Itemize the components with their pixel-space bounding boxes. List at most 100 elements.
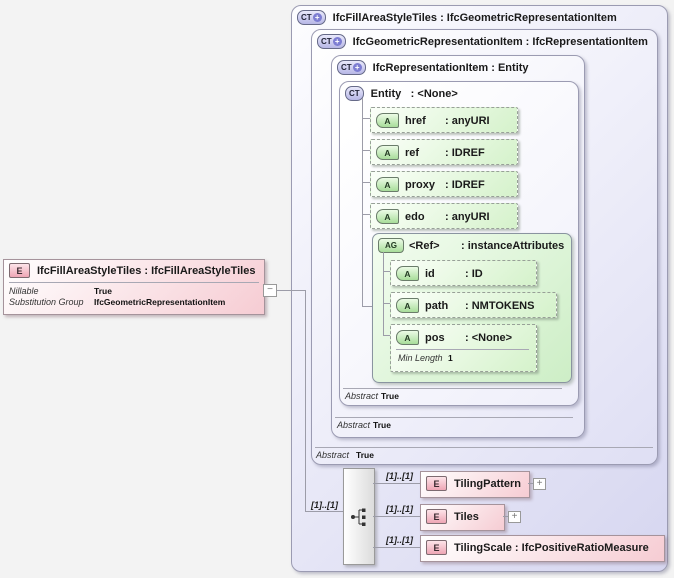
connector-line [362,118,371,119]
connector-line [528,483,533,484]
attribute-icon: A [376,209,399,224]
footer-separator [343,388,562,389]
typebox-title: IfcFillAreaStyleTiles : IfcGeometricRepr… [332,11,617,24]
connector-line [373,483,420,484]
attribute-icon: A [396,266,419,281]
attribute-icon: A [376,177,399,192]
element-title: Tiles [454,510,479,523]
element-ifcfillareastyletiles[interactable]: E IfcFillAreaStyleTiles : IfcFillAreaSty… [3,259,265,315]
element-header: E IfcFillAreaStyleTiles : IfcFillAreaSty… [4,260,264,278]
abstract-label: Abstract [316,450,350,460]
attribute-type: : anyURI [445,210,490,223]
entity-abstract-row: Abstract True [345,391,399,401]
attribute-name: id [425,267,435,280]
expand-toggle[interactable]: + [508,511,521,523]
element-tilingscale[interactable]: E TilingScale : IfcPositiveRatioMeasure [420,535,665,562]
sequence-compositor[interactable] [343,468,375,565]
cardinality-label: [1]..[1] [311,500,338,510]
element-tiles[interactable]: E Tiles [420,504,505,531]
ct-label: CT [349,89,360,98]
connector-line [305,511,343,512]
footer-separator [315,447,653,448]
abstract-value: True [356,450,374,460]
element-icon: E [426,509,447,524]
connector-line [503,516,508,517]
complex-type-plus-icon: CT+ [317,34,346,49]
property-name: Substitution Group [9,297,84,307]
property-value: True [94,286,112,296]
expand-toggle[interactable]: + [533,478,546,490]
typebox-representation-header: CT+ IfcRepresentationItem : Entity [332,56,584,75]
ct-label: CT [341,63,352,72]
connector-line [362,182,371,183]
cardinality-label: [1]..[1] [386,504,413,514]
facet-separator [396,349,529,350]
element-icon: E [426,540,447,555]
connector-line [383,303,391,304]
typebox-title: IfcRepresentationItem : Entity [372,61,529,74]
connector-line [362,98,363,307]
element-title: TilingPattern [454,477,522,490]
connector-line [362,214,371,215]
typebox-entity-header: CT Entity : <None> [340,82,578,101]
attribute-name: proxy [405,178,435,191]
plus-circle-icon: + [312,13,322,22]
typebox-title: IfcGeometricRepresentationItem : IfcRepr… [352,35,648,48]
ct-label: CT [321,37,332,46]
connector-line [373,547,420,548]
connector-line [383,271,391,272]
element-title: IfcFillAreaStyleTiles : IfcFillAreaStyle… [37,264,256,277]
attribute-type: : IDREF [445,146,485,159]
complex-type-icon: CT [345,86,364,101]
connector-line [362,150,371,151]
attribute-group-type: : instanceAttributes [461,239,565,252]
header-separator [9,282,259,283]
attribute-type: : <None> [465,331,513,344]
typebox-geometric-header: CT+ IfcGeometricRepresentationItem : Ifc… [312,30,657,49]
entity-name: Entity [370,87,402,100]
representation-abstract-row: Abstract True [337,420,391,430]
footer-separator [335,417,573,418]
element-icon: E [426,476,447,491]
attribute-type: : NMTOKENS [465,299,535,312]
attribute-name: path [425,299,449,312]
property-name: Nillable [9,286,39,296]
property-value: IfcGeometricRepresentationItem [94,297,226,307]
typebox-ifcfillareastyletiles-header: CT+ IfcFillAreaStyleTiles : IfcGeometric… [292,6,667,25]
connector-line [277,290,305,291]
plus-circle-icon: + [352,63,362,72]
cardinality-label: [1]..[1] [386,535,413,545]
element-tilingpattern[interactable]: E TilingPattern [420,471,530,498]
plus-circle-icon: + [332,37,342,46]
connector-line [373,516,420,517]
attribute-type: : ID [465,267,483,280]
attribute-name: edo [405,210,425,223]
attribute-name: href [405,114,426,127]
attribute-icon: A [376,145,399,160]
ct-label: CT [301,13,312,22]
attribute-type: : anyURI [445,114,490,127]
connector-line [305,290,306,512]
geometric-abstract-row: Abstract True [316,450,374,460]
attribute-group-icon: AG [378,238,404,253]
cardinality-label: [1]..[1] [386,471,413,481]
attribute-group-name: <Ref> [409,239,440,252]
attribute-type: : IDREF [445,178,485,191]
element-title: TilingScale : IfcPositiveRatioMeasure [454,541,649,554]
attribute-name: pos [425,331,445,344]
attribute-icon: A [376,113,399,128]
entity-base-type: : <None> [410,87,458,100]
property-row-substitution-group: Substitution Group IfcGeometricRepresent… [9,297,225,307]
abstract-value: True [381,391,399,401]
facet-row: Min Length 1 [398,353,453,363]
facet-value: 1 [448,353,453,363]
collapse-toggle[interactable]: − [263,284,277,297]
